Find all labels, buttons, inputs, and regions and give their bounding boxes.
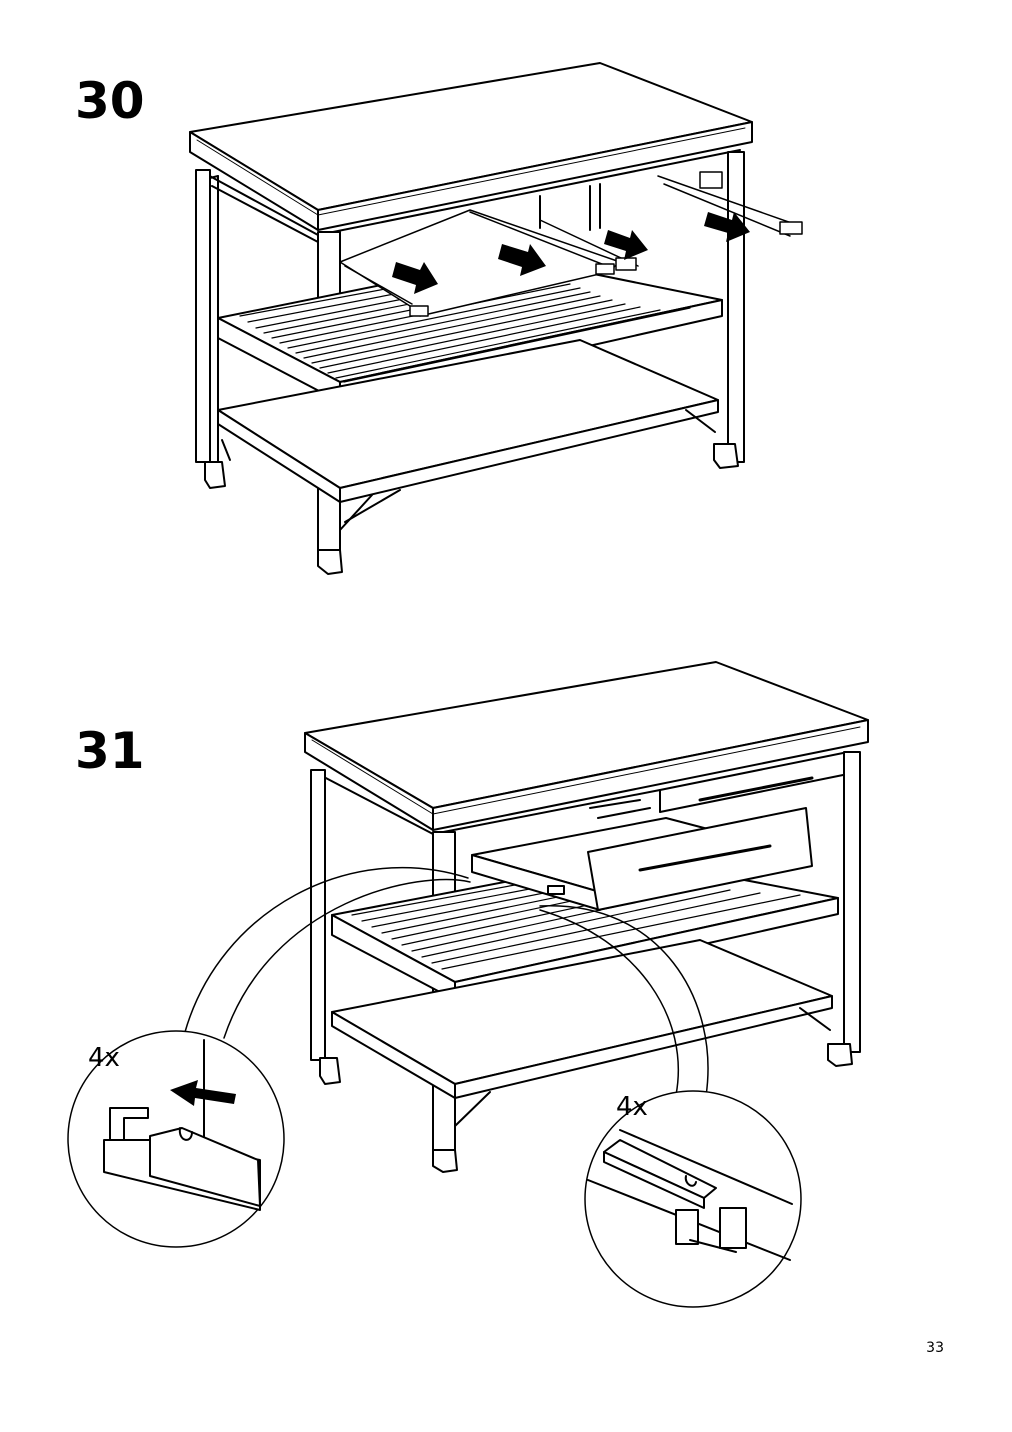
step-number-30: 30	[75, 72, 145, 130]
arrow-icon	[392, 212, 750, 294]
bottom-shelf	[217, 339, 719, 531]
drawer	[471, 807, 813, 911]
drawer-runner-left	[339, 209, 621, 317]
detail-right-parts	[587, 1129, 793, 1261]
quantity-label-left: 4x	[88, 1043, 120, 1073]
quantity-label-right: 4x	[616, 1092, 648, 1122]
detail-left-parts	[103, 1039, 261, 1211]
step-30-illustration	[189, 62, 803, 575]
drawer-runner-right	[539, 171, 803, 271]
front-right-leg	[843, 751, 861, 1053]
page-number: 33	[926, 1340, 944, 1356]
arrow-icon	[170, 1080, 236, 1106]
step-number-31: 31	[75, 722, 145, 780]
